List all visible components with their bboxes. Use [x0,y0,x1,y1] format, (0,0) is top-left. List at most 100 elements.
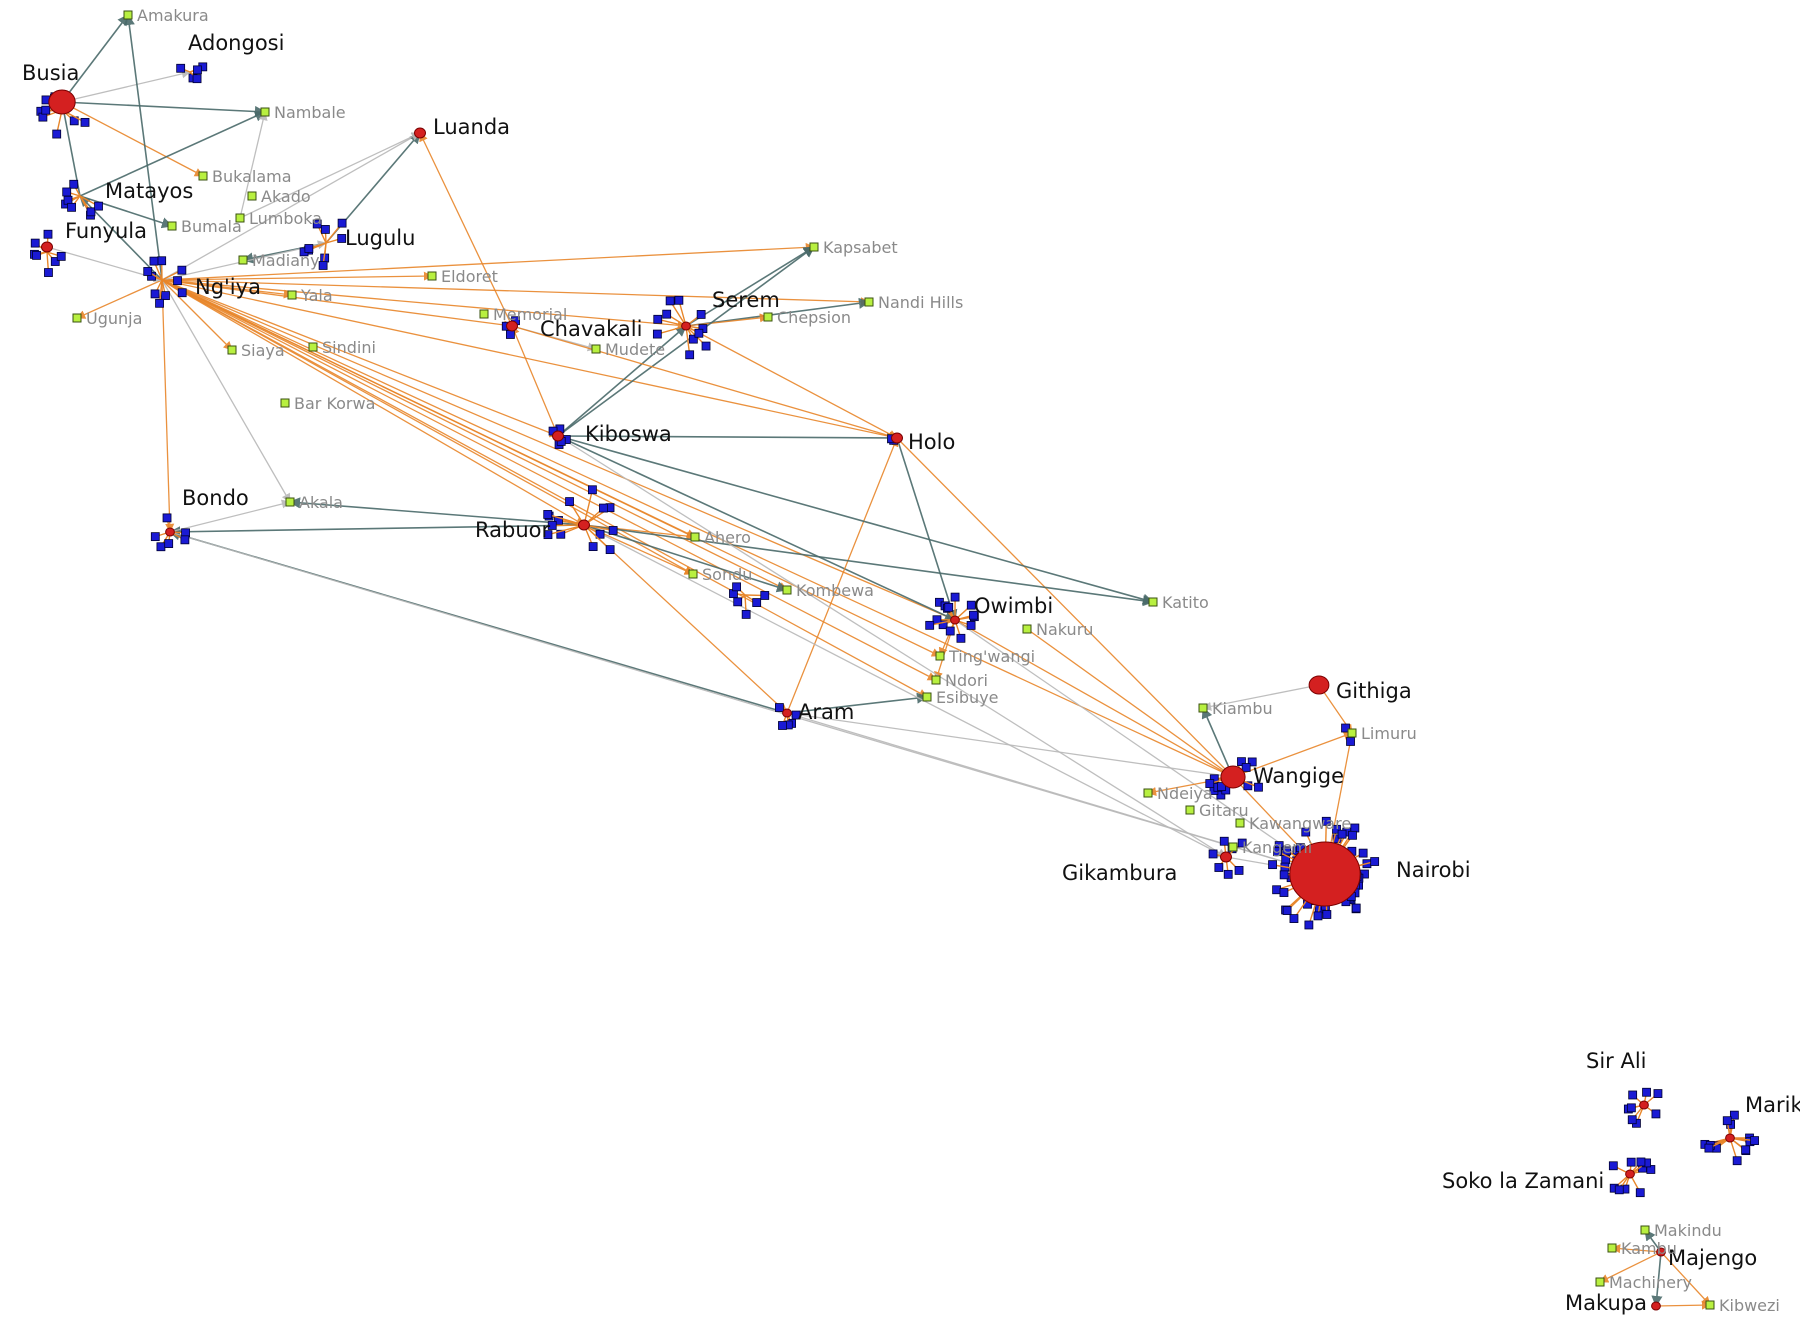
edge [557,435,1227,858]
edge [161,279,694,575]
trader-node [143,267,153,276]
trader-node [1614,1185,1624,1195]
minor-market-node [1347,728,1357,738]
edge [61,101,267,118]
trader-node [1279,888,1289,897]
major-market-node [1651,1301,1661,1311]
minor-market-node [427,271,437,281]
minor-market-node [260,107,270,117]
edge [161,279,559,438]
major-market-node [891,432,903,444]
trader-node [304,244,314,253]
trader-node [1217,782,1226,791]
minor-market-label: Eldoret [441,267,498,286]
trader-node [1282,846,1292,856]
edge [786,692,929,714]
major-market-node [782,708,792,718]
trader-edge [547,513,585,526]
edge [288,497,585,526]
major-market-node [41,241,53,253]
trader-node [547,521,557,530]
trader-node [1268,860,1277,870]
minor-market-node [1022,624,1032,634]
trader-node [337,218,347,228]
trader-node [161,291,170,301]
edge [583,524,1155,607]
trader-node [1351,903,1361,913]
trader-node [30,238,40,248]
minor-market-node [864,297,874,307]
minor-market-label: Gitaru [1199,801,1249,820]
trader-node [56,251,66,261]
edge [161,242,815,281]
trader-node [732,582,741,592]
major-market-label: Rabuor [475,518,550,542]
trader-node [1272,885,1282,895]
trader-node [543,510,553,519]
trader-node [665,296,675,306]
trader-node [1223,869,1233,879]
trader-node [173,276,182,286]
minor-market-label: Siaya [241,341,285,360]
edge [1232,731,1353,778]
major-market-label: Lugulu [345,226,415,250]
minor-market-node [922,692,932,702]
trader-node [1636,1157,1646,1167]
trader-node [162,513,172,523]
trader-node [605,545,615,555]
trader-node [1348,830,1357,840]
edge [161,279,898,441]
edge [685,246,815,327]
trader-node [1254,782,1263,792]
minor-market-node [308,342,318,352]
edge [1655,1300,1711,1310]
edge [46,246,163,283]
major-market-node [1725,1133,1735,1143]
trader-node [1729,1110,1739,1120]
trader-node [1341,723,1350,733]
trader-node [177,288,187,298]
edge [239,132,421,219]
trader-node [62,187,72,197]
edge [161,279,1234,778]
major-market-label: Gikambura [1062,861,1177,885]
markets-layer [41,10,1735,1311]
trader-node [733,597,743,607]
major-market-node [1308,675,1330,695]
edge [239,111,268,219]
trader-node [1313,911,1323,921]
major-market-label: Kiboswa [585,422,672,446]
edge [557,435,1155,605]
edge [954,619,1326,875]
trader-node [1237,838,1247,848]
minor-market-label: Ahero [704,528,751,547]
minor-market-label: Ting'wangi [948,647,1035,666]
minor-market-node [782,585,792,595]
trader-node [52,129,62,139]
minor-market-node [1607,1243,1617,1253]
edge [511,325,898,441]
edge [557,432,899,444]
trader-node [945,626,955,636]
major-market-node [1220,851,1232,863]
major-market-label: Holo [908,430,955,454]
trader-node [80,117,90,127]
edge [557,246,815,437]
trader-node [1626,1103,1636,1113]
edge [61,101,204,177]
trader-node [1626,1157,1636,1167]
trader-node [1234,866,1244,875]
edge [161,279,870,307]
minor-market-node [1595,1277,1605,1287]
trader-node [193,65,202,75]
trader-node [86,207,96,217]
trader-node [791,710,801,720]
trader-edge [583,489,594,526]
minor-market-label: Kapsabet [823,238,898,257]
minor-market-label: Machinery [1609,1273,1692,1292]
major-market-label: Githiga [1336,679,1412,703]
trader-node [506,330,515,339]
trader-node [1304,920,1314,930]
